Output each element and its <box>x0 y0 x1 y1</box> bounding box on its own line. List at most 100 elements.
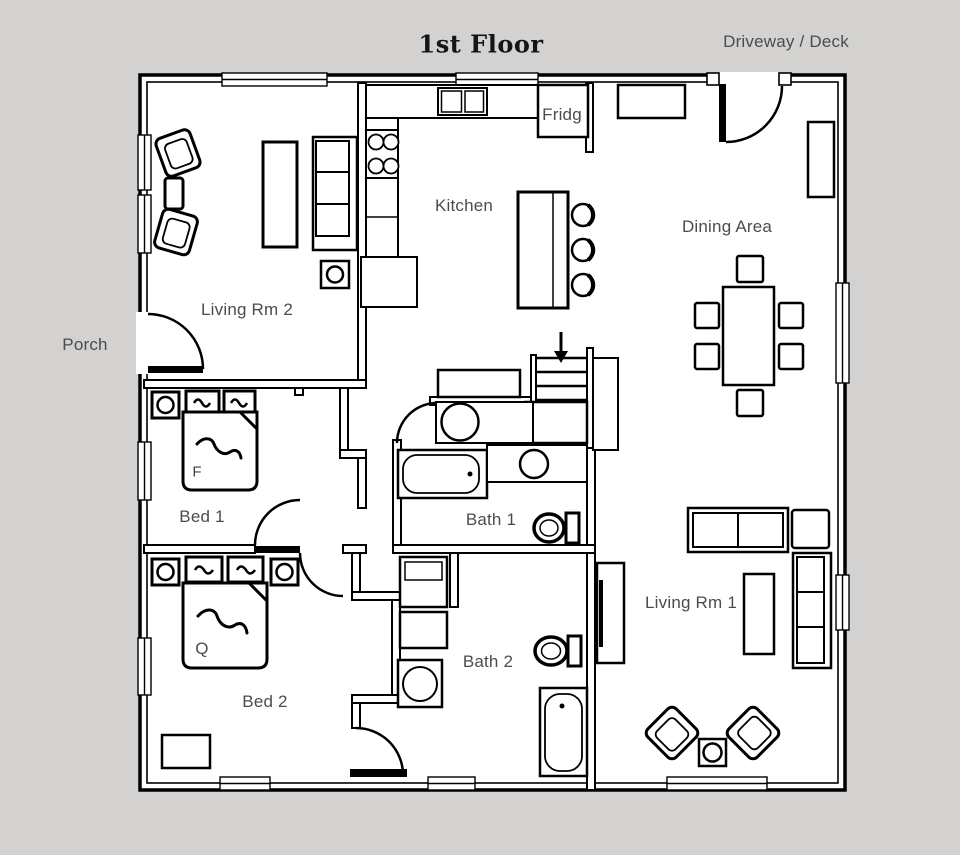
closet-bath2 <box>398 555 449 650</box>
hall-door <box>350 726 407 777</box>
dining-entry-door <box>706 72 792 144</box>
room-label-living-rm-1: Living Rm 1 <box>645 593 737 612</box>
coffee-table-lr2 <box>261 140 299 249</box>
bed1-furniture <box>150 389 259 492</box>
window-top-living2 <box>221 72 328 87</box>
window-left-living2-b <box>137 194 152 254</box>
loveseat <box>686 506 790 554</box>
kitchen-cabinet-end <box>360 256 418 308</box>
doors <box>136 72 792 777</box>
lamp-table-lr2 <box>319 259 351 290</box>
coffee-table-lr1 <box>742 572 776 656</box>
sink-bath2 <box>396 658 444 709</box>
wall-bed1-east-upper <box>339 387 349 453</box>
dining-furniture <box>616 83 836 418</box>
window-bottom-hall <box>427 776 476 791</box>
wall-bed2-jog <box>351 591 401 601</box>
armchair-2 <box>153 207 199 257</box>
sofa-lr1 <box>791 551 833 670</box>
stair-down-arrow <box>554 332 568 363</box>
bed2-furniture <box>150 555 300 770</box>
bed2 <box>181 581 269 670</box>
kitchen-island <box>516 190 570 310</box>
armchair-1 <box>154 128 202 178</box>
dresser-bed2 <box>160 733 212 770</box>
room-label-bed-1: Bed 1 <box>179 507 225 526</box>
dining-table <box>721 285 776 387</box>
nightstand-bed2-right <box>269 557 300 587</box>
fridge <box>536 83 590 139</box>
bath1-fixtures <box>396 368 588 545</box>
washer <box>435 401 534 444</box>
living-rm-2-furniture <box>153 128 359 290</box>
bathtub-bath2 <box>538 686 589 778</box>
room-label-bath-1: Bath 1 <box>465 510 517 529</box>
wall-vestibule <box>351 694 401 704</box>
bathtub-bath1 <box>396 448 489 500</box>
wall-bedroom-top <box>143 379 367 389</box>
windows <box>137 72 850 791</box>
window-right-living1 <box>835 574 850 631</box>
living-rm-1-furniture <box>595 506 833 768</box>
tv-console <box>595 561 626 665</box>
bath2-fixtures <box>396 555 589 778</box>
window-top-kitchen <box>455 72 539 87</box>
toilet-bath2 <box>533 634 583 668</box>
vanity-bath1 <box>486 444 588 483</box>
accent-chair-left <box>644 705 700 761</box>
bed2-door <box>298 552 344 598</box>
window-left-bed2 <box>137 637 152 696</box>
stair-rail-right <box>586 347 594 449</box>
page-title: 1st Floor <box>418 29 544 59</box>
lamp-table-lr1 <box>697 737 728 768</box>
hall-closet <box>436 368 522 399</box>
sideboard <box>616 83 687 120</box>
bed1-door <box>253 498 301 553</box>
room-label-bath-2: Bath 2 <box>462 652 514 671</box>
kitchen-sink <box>437 87 488 116</box>
porch-label: Porch <box>62 335 108 354</box>
stair-landing <box>523 400 589 445</box>
wall-stair-chase <box>592 357 619 451</box>
bed1-size-label: F <box>192 463 202 481</box>
nightstand-bed2-left <box>150 557 181 587</box>
window-bottom-living1 <box>666 776 768 791</box>
pillows-bed2 <box>184 555 265 584</box>
wall-bath2-closet-divider <box>449 552 459 608</box>
fridge-label: Fridg <box>542 105 582 124</box>
accent-chair-right <box>725 705 781 761</box>
dining-chairs <box>693 254 805 418</box>
room-label-living-rm-2: Living Rm 2 <box>201 300 293 319</box>
window-right-dining <box>835 282 850 384</box>
tall-cabinet <box>806 120 836 199</box>
pillows-bed1 <box>184 389 257 416</box>
driveway-deck-label: Driveway / Deck <box>723 32 849 51</box>
wall-bed-divider-left <box>143 544 256 554</box>
window-bottom-bed2 <box>219 776 271 791</box>
sofa-lr2 <box>311 135 359 252</box>
shower-curve <box>395 401 438 444</box>
bed2-size-label: Q <box>195 639 209 658</box>
nightstand-bed1 <box>150 390 181 420</box>
wall-bath1-east <box>586 442 596 546</box>
wall-bed1-jog <box>339 449 367 459</box>
side-table <box>163 176 185 211</box>
wall-bath-divider <box>392 544 596 554</box>
square-chair <box>790 508 831 550</box>
toilet-bath1 <box>532 511 581 545</box>
room-label-bed-2: Bed 2 <box>242 692 288 711</box>
stove-cooktop <box>365 129 400 179</box>
stair-rail-left <box>530 354 537 403</box>
wall-kitchen-west <box>357 82 367 389</box>
island-stools <box>570 202 596 298</box>
staircase <box>523 332 594 449</box>
bed1 <box>181 410 259 492</box>
wall-vestibule-stub <box>351 702 361 729</box>
room-label-kitchen: Kitchen <box>434 196 494 215</box>
wall-bath2-east <box>586 552 596 791</box>
kitchen-fixtures <box>360 83 596 310</box>
wall-stub <box>294 387 304 396</box>
window-left-bed1 <box>137 441 152 501</box>
